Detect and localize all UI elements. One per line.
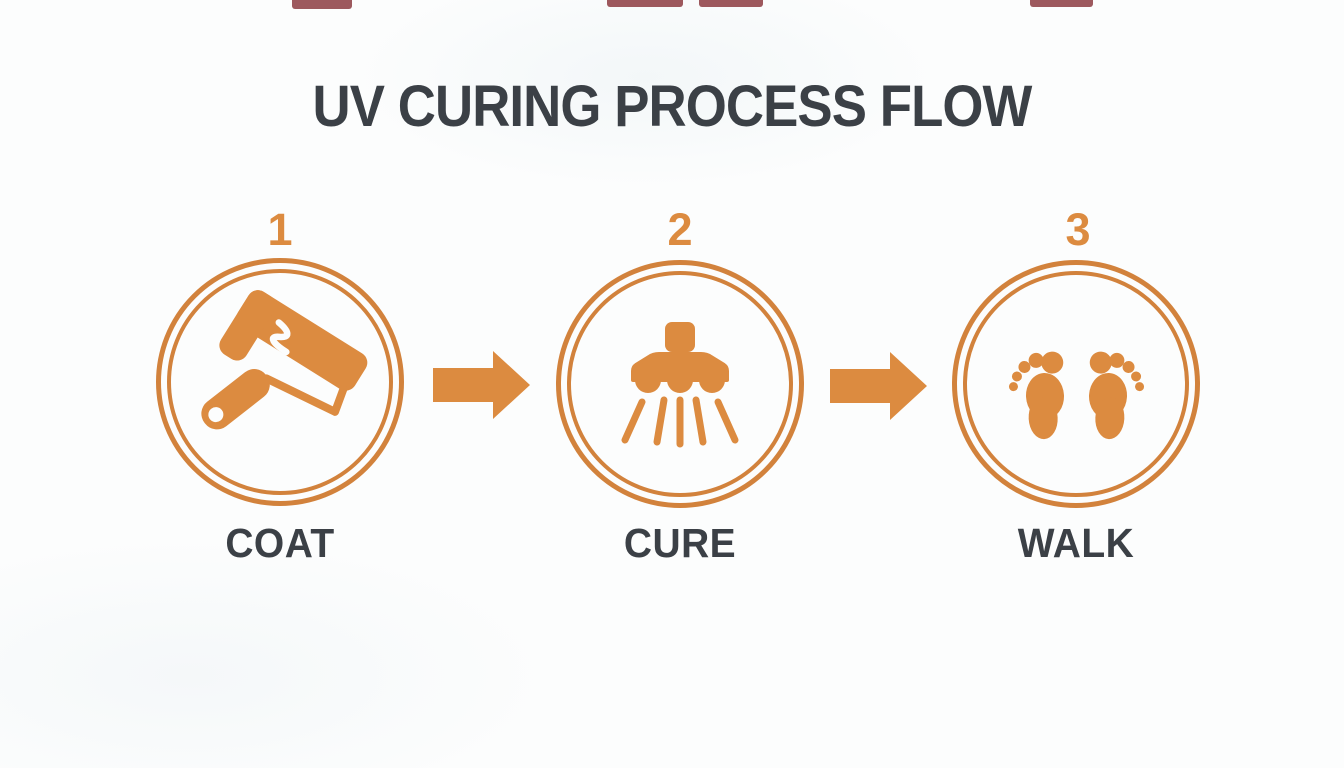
step-1-number: 1 <box>267 204 293 255</box>
step-1-circle <box>156 258 404 506</box>
step-3-inner-ring <box>963 271 1189 497</box>
step-2-inner-ring <box>567 271 793 497</box>
arrow-right-icon <box>830 352 927 420</box>
top-edge-artifact <box>607 0 683 7</box>
step-2-circle <box>556 260 804 508</box>
step-1-label: COAT <box>225 520 335 566</box>
top-edge-artifact <box>699 0 763 7</box>
paint-roller-icon <box>201 290 368 430</box>
uv-lamp-icon <box>621 322 739 448</box>
top-edge-artifact <box>292 0 352 9</box>
step-3-number: 3 <box>1065 204 1091 255</box>
footprints-icon <box>1007 351 1146 441</box>
step-2-label: CURE <box>623 520 737 566</box>
step-1-inner-ring <box>167 269 393 495</box>
top-edge-artifact <box>1030 0 1093 7</box>
step-3-label: WALK <box>1017 520 1135 566</box>
page-title: UV CURING PROCESS FLOW <box>312 74 1033 139</box>
step-3-circle <box>952 260 1200 508</box>
step-2-number: 2 <box>667 204 693 255</box>
arrow-right-icon <box>433 351 530 419</box>
